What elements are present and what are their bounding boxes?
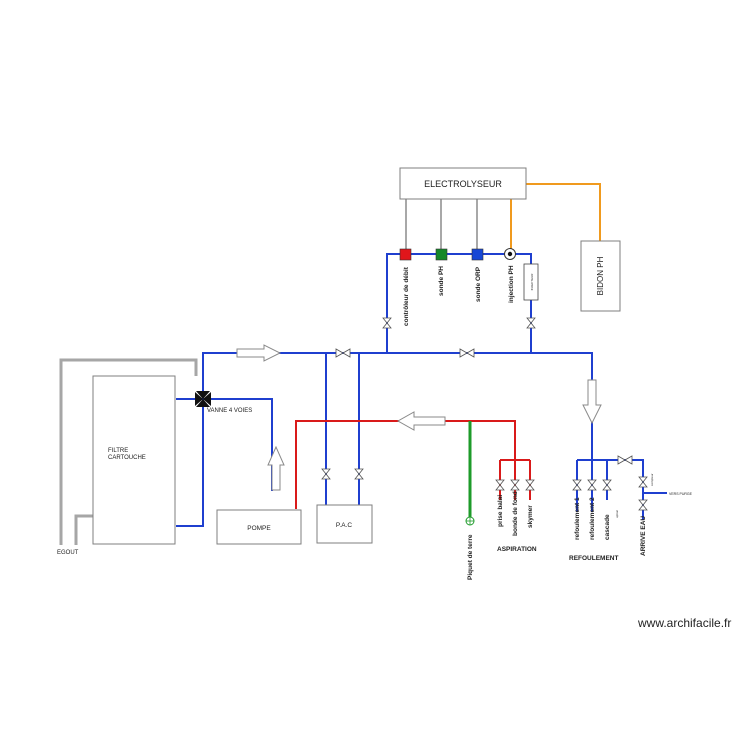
pompe-box: POMPE xyxy=(216,509,302,545)
valve-icon xyxy=(638,476,648,488)
cartouche-label: CARTOUCHE xyxy=(108,455,146,461)
aspiration-label: ASPIRATION xyxy=(497,546,537,553)
horizontal-valves xyxy=(335,348,633,465)
injecteur-box: INJECTEUR xyxy=(523,263,539,301)
refoulement1-label: refoulement 1 xyxy=(574,497,581,540)
valve-icon xyxy=(354,468,364,480)
egout-label: EGOUT xyxy=(57,550,79,556)
skimmer-label: skymer xyxy=(527,505,534,528)
sonde-ph-label: sonde PH xyxy=(438,266,445,296)
valve-icon xyxy=(321,468,331,480)
injecteur-label: INJECTEUR xyxy=(530,273,534,291)
valve-icon xyxy=(617,455,633,465)
bidon-ph-box: BIDON PH xyxy=(580,240,621,312)
valve-icon xyxy=(495,479,505,491)
vanne-4-voies-label: VANNE 4 VOIES xyxy=(207,408,252,414)
ph-injection-line xyxy=(510,183,601,249)
sensor-orp-blue xyxy=(471,248,484,261)
bidon-ph-label: BIDON PH xyxy=(596,256,605,295)
watermark: www.archifacile.fr xyxy=(637,616,731,630)
sensor-flow-red xyxy=(399,248,412,261)
sensor-ph-green xyxy=(435,248,448,261)
sensors xyxy=(399,248,516,261)
electrolyseur-box: ELECTROLYSEUR xyxy=(399,167,527,200)
controleur-debit-label: contrôleur de débit xyxy=(403,266,410,326)
filtre-label: FILTRE xyxy=(108,448,128,454)
pac-box: P.A.C xyxy=(316,504,373,544)
prise-balai-label: prise balai xyxy=(497,495,504,527)
injection-ph-label: injection PH xyxy=(508,265,515,303)
valve-icon xyxy=(510,479,520,491)
valve-icon xyxy=(638,499,648,511)
small-note-label: option xyxy=(615,509,619,518)
filtre-cartouche-box: FILTRE CARTOUCHE xyxy=(92,375,176,545)
ground-stake xyxy=(465,421,475,526)
sensor-leads xyxy=(405,198,478,249)
refoulement-label: REFOULEMENT xyxy=(569,555,619,562)
valve-icon xyxy=(602,479,612,491)
valve-icon xyxy=(587,479,597,491)
flow-arrow-left xyxy=(396,411,446,431)
flow-arrow-up xyxy=(267,445,285,491)
valve-icon xyxy=(335,348,351,358)
flow-arrow-down xyxy=(582,379,602,425)
valve-icon xyxy=(526,317,536,329)
horizontal-labels: EGOUT ASPIRATION REFOULEMENT VERS PURGE xyxy=(57,492,693,562)
flow-arrows xyxy=(236,344,602,491)
egout-pipes xyxy=(59,358,198,545)
electrolyseur-label: ELECTROLYSEUR xyxy=(424,179,502,189)
arrivee-small-label: compteur xyxy=(650,473,654,486)
pac-label: P.A.C xyxy=(336,522,352,529)
sonde-orp-label: sonde ORP xyxy=(475,266,482,302)
valve-icon xyxy=(382,317,392,329)
vanne-4-voies-icon: VANNE 4 VOIES xyxy=(195,391,252,414)
valve-icon xyxy=(525,479,535,491)
vers-purge-label: VERS PURGE xyxy=(669,492,693,496)
pompe-label: POMPE xyxy=(247,525,271,532)
flow-arrow-right xyxy=(236,344,282,362)
refoulement2-label: refoulement 2 xyxy=(589,497,596,540)
valve-icon xyxy=(459,348,475,358)
arrivee-eau-label: ARRIVE EAU xyxy=(640,516,647,556)
piquet-terre-label: Piquet de terre xyxy=(467,534,474,580)
bonde-fond-label: bonde de fond xyxy=(512,491,519,536)
cascade-label: cascade xyxy=(604,514,611,540)
vertical-labels: contrôleur de débit sonde PH sonde ORP i… xyxy=(403,265,654,580)
vertical-valves xyxy=(321,317,648,511)
valve-icon xyxy=(572,479,582,491)
red-pipes xyxy=(295,420,531,509)
